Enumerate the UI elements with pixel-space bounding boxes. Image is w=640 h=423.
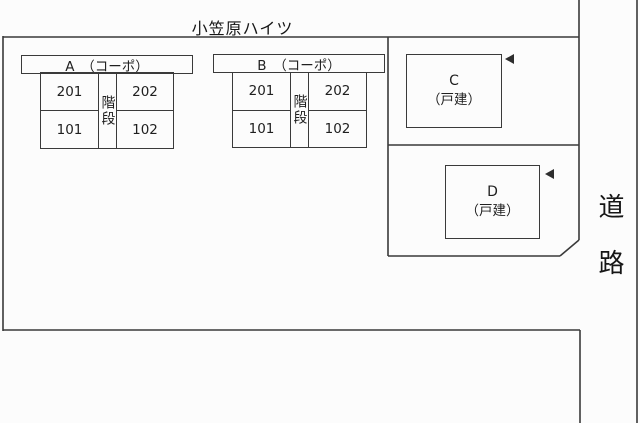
- building-b-label: B （コーポ）: [213, 54, 385, 74]
- unit-cell-b-101: 101: [248, 120, 275, 137]
- house-d-name: D: [487, 184, 498, 200]
- building-a-label: A （コーポ）: [21, 55, 193, 75]
- house-c-entrance-arrow-icon: [505, 54, 514, 64]
- unit-cell-a-101: 101: [56, 121, 83, 138]
- building-a-stairwell: 階段: [98, 73, 117, 148]
- stairs-label: 階段: [99, 94, 116, 127]
- unit-cell-b-102: 102: [324, 120, 351, 137]
- building-a-unit-grid: 201 101 階段 202 102: [40, 72, 174, 149]
- unit-cell-a-201: 201: [41, 73, 98, 111]
- house-c-name: C: [449, 73, 459, 89]
- unit-cell-b-202: 202: [309, 73, 366, 111]
- building-b-right-column: 202 102: [309, 73, 366, 147]
- unit-cell-a-102: 102: [132, 121, 158, 138]
- building-a-right-column: 202 102: [117, 73, 173, 148]
- building-a-left-column: 201 101: [41, 73, 98, 148]
- house-c-box: C （戸建）: [406, 54, 502, 128]
- building-b-unit-grid: 201 101 階段 202 102: [232, 72, 367, 148]
- parcel-d-chamfer: [559, 239, 580, 257]
- house-c-type: （戸建）: [427, 92, 481, 108]
- unit-cell-a-202: 202: [117, 73, 173, 111]
- road-label: 道路: [594, 193, 624, 305]
- page-title: 小笠原ハイツ: [191, 19, 294, 38]
- building-b-left-column: 201 101: [233, 73, 290, 147]
- house-d-entrance-arrow-icon: [545, 169, 554, 179]
- stairs-label: 階段: [291, 94, 308, 126]
- building-b-stairwell: 階段: [290, 73, 309, 147]
- house-d-box: D （戸建）: [445, 165, 540, 239]
- house-d-type: （戸建）: [465, 203, 520, 219]
- unit-cell-b-201: 201: [233, 73, 290, 111]
